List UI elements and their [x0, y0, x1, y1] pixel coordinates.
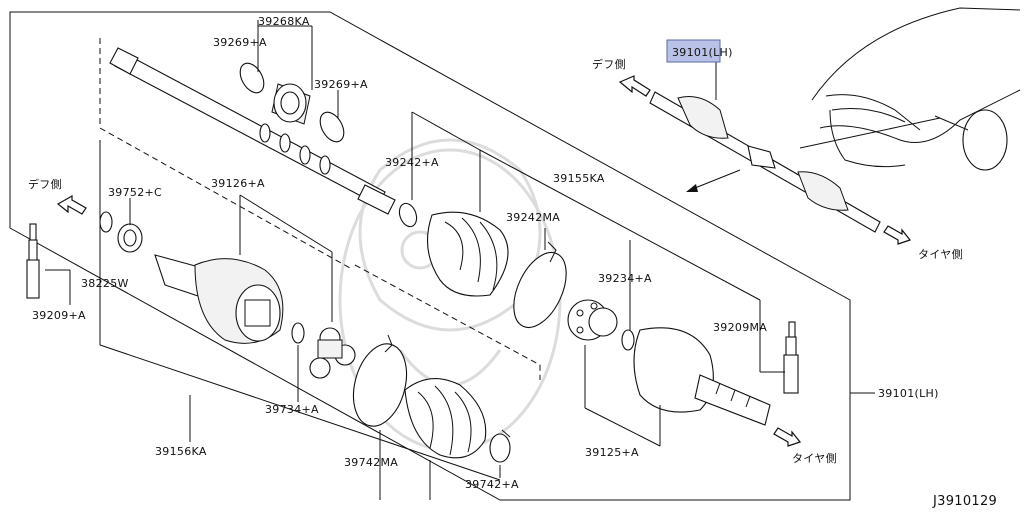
snap-ring-39734A[interactable] [291, 322, 305, 344]
arrow-diff-side-left [56, 194, 87, 215]
band-39269-top[interactable] [235, 59, 268, 97]
damper-39268KA[interactable] [271, 83, 311, 125]
label-39101LH-main[interactable]: 39101(LH) [878, 387, 939, 400]
assembled-driveshaft[interactable] [649, 91, 881, 233]
pointer-arrow [686, 169, 741, 192]
snap-ring-39752C[interactable] [99, 211, 113, 233]
label-39742MA[interactable]: 39742MA [344, 456, 398, 469]
leader-lines [45, 20, 875, 500]
band-39269-right[interactable] [315, 108, 348, 146]
label-tire-side-top: タイヤ側 [918, 248, 963, 261]
label-39209MA[interactable]: 39209MA [713, 321, 767, 334]
outer-joint-39125A[interactable] [633, 327, 771, 426]
label-39269A-top[interactable]: 39269+A [213, 36, 267, 49]
band-39242MA[interactable] [503, 241, 577, 336]
arrow-tire-side-bottom [773, 427, 802, 447]
intermediate-shaft[interactable] [109, 47, 396, 215]
grease-tube-left[interactable] [26, 223, 40, 299]
label-39752C[interactable]: 39752+C [108, 186, 162, 199]
label-38225W[interactable]: 38225W [81, 277, 129, 290]
label-39268KA[interactable]: 39268KA [258, 15, 310, 28]
grease-tube-right[interactable] [783, 321, 799, 394]
label-diff-side-top: デフ側 [592, 57, 626, 71]
label-39269A-right[interactable]: 39269+A [314, 78, 368, 91]
label-39155KA[interactable]: 39155KA [553, 172, 605, 185]
circlip-39242A[interactable] [396, 201, 419, 229]
guide-box-left [99, 38, 351, 269]
label-39125A[interactable]: 39125+A [585, 446, 639, 459]
boot-lower[interactable] [404, 378, 487, 459]
label-39242A[interactable]: 39242+A [385, 156, 439, 169]
label-39742A[interactable]: 39742+A [465, 478, 519, 491]
label-39101LH-top[interactable]: 39101(LH) [672, 46, 733, 59]
guide-box-mid [354, 264, 541, 380]
band-39742A[interactable] [489, 429, 511, 463]
arrow-tire-side-top [883, 225, 912, 245]
label-39156KA[interactable]: 39156KA [155, 445, 207, 458]
arrow-diff-side-top [618, 75, 651, 97]
label-39242MA[interactable]: 39242MA [506, 211, 560, 224]
oil-seal-38225W[interactable] [117, 223, 143, 253]
vehicle-sketch [799, 7, 1021, 171]
assembly-frame [9, 11, 851, 501]
circlip-39234A[interactable] [621, 329, 635, 351]
label-tire-side-bottom: タイヤ側 [792, 452, 837, 465]
tripod-joint[interactable] [309, 327, 356, 379]
label-diff-side-left: デフ側 [28, 177, 62, 191]
inner-housing-39126A[interactable] [154, 254, 284, 344]
highlight-39101-top [666, 39, 721, 63]
band-39742MA[interactable] [345, 334, 415, 432]
label-39126A[interactable]: 39126+A [211, 177, 265, 190]
label-39209A[interactable]: 39209+A [32, 309, 86, 322]
label-39734A[interactable]: 39734+A [265, 403, 319, 416]
ball-cage[interactable] [567, 299, 618, 341]
diagram-id: J3910129 [932, 494, 997, 509]
boot-inner[interactable] [427, 211, 509, 297]
label-39234A[interactable]: 39234+A [598, 272, 652, 285]
